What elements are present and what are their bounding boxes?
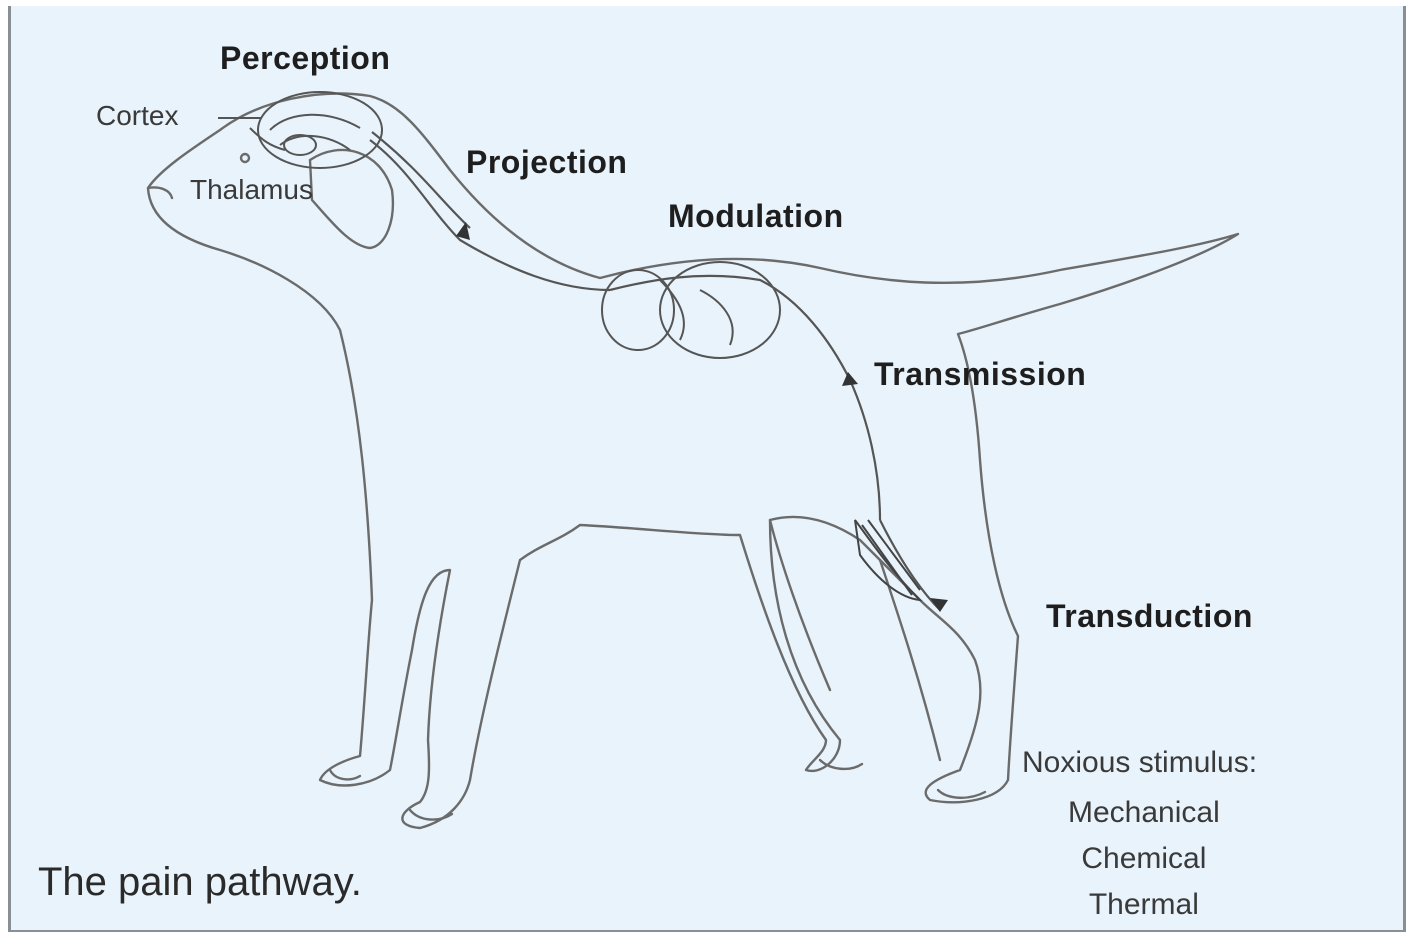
label-projection: Projection	[466, 146, 627, 178]
muscle-illustration	[855, 520, 920, 600]
dog-eye	[241, 154, 249, 162]
stimulus-thermal: Thermal	[1068, 882, 1220, 928]
label-perception: Perception	[220, 42, 390, 74]
nerve-pathway	[370, 132, 940, 610]
label-cortex: Cortex	[96, 102, 178, 130]
label-noxious-stimulus: Noxious stimulus:	[1022, 748, 1257, 778]
stimulus-chemical: Chemical	[1068, 836, 1220, 882]
dog-nose	[148, 187, 172, 198]
label-thalamus: Thalamus	[190, 176, 313, 204]
label-transmission: Transmission	[874, 358, 1086, 390]
label-transduction: Transduction	[1046, 600, 1253, 632]
transduction-arrow	[930, 598, 948, 612]
figure-caption: The pain pathway.	[38, 862, 362, 902]
stimulus-mechanical: Mechanical	[1068, 790, 1220, 836]
transmission-arrow	[842, 372, 858, 386]
dog-ear	[310, 150, 393, 248]
label-modulation: Modulation	[668, 200, 844, 232]
stimulus-type-list: Mechanical Chemical Thermal	[1068, 790, 1220, 928]
